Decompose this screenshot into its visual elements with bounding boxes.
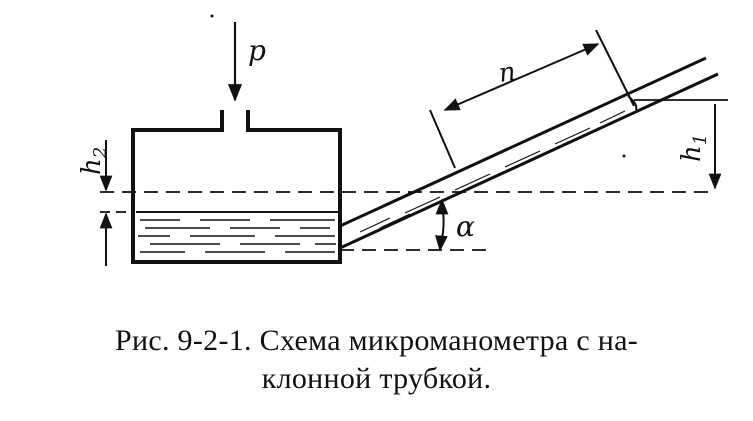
- angle-indicator: [435, 198, 449, 252]
- h2-label: h2: [77, 147, 111, 175]
- speck: [622, 154, 626, 158]
- length-dimension: [429, 29, 635, 169]
- tube-liquid-hatching: [359, 110, 626, 233]
- inclined-tube-lower-wall: [339, 72, 719, 250]
- length-label: n: [497, 57, 518, 89]
- reservoir-liquid: [136, 211, 338, 253]
- angle-label: α: [456, 210, 475, 243]
- inclined-tube-upper-wall: [339, 56, 707, 228]
- tube-liquid: [342, 96, 640, 246]
- caption-line-2: клонной трубкой.: [261, 362, 492, 395]
- caption-line-1: Рис. 9-2-1. Схема микроманометра с на-: [115, 324, 638, 357]
- speck: [210, 14, 214, 18]
- figure-caption: Рис. 9-2-1. Схема микроманометра с на- к…: [20, 322, 733, 398]
- reservoir-vessel: [131, 110, 342, 264]
- pressure-label: p: [248, 34, 266, 67]
- h1-label: h1: [677, 134, 711, 162]
